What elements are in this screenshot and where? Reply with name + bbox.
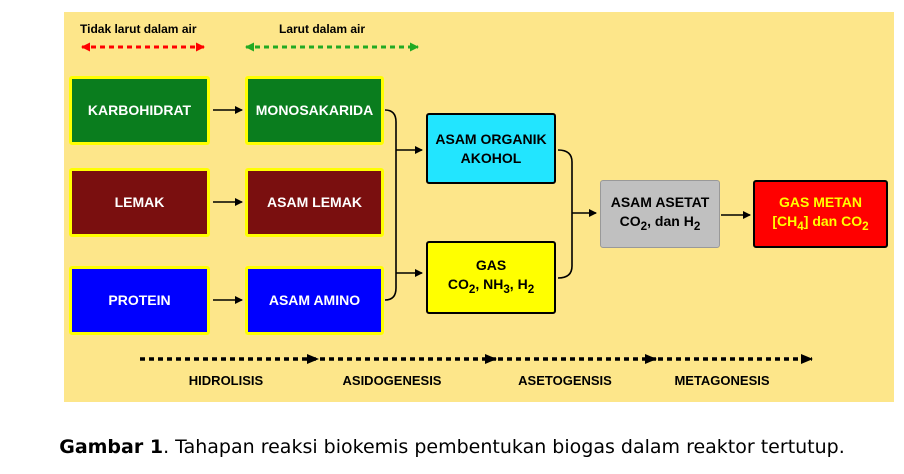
legend-insoluble-label: Tidak larut dalam air xyxy=(80,22,197,36)
gas-metan-label: GAS METAN xyxy=(779,193,862,210)
stage-metagonesis-label: METAGONESIS xyxy=(674,373,770,388)
stage-asetogensis-label: ASETOGENSIS xyxy=(518,373,612,388)
asam-asetat-label: ASAM ASETAT xyxy=(610,193,710,210)
protein-label: PROTEIN xyxy=(108,292,171,308)
gas-metan-formula-label: [CH4] dan CO2 xyxy=(772,212,869,233)
lemak-label: LEMAK xyxy=(114,194,165,210)
monosakarida-box: MONOSAKARIDA xyxy=(245,76,384,145)
caption-bold: Gambar 1 xyxy=(59,436,164,458)
gas-label: GAS xyxy=(475,257,507,274)
akohol-label: AKOHOL xyxy=(460,149,522,166)
asam-lemak-box: ASAM LEMAK xyxy=(245,168,384,237)
karbohidrat-label: KARBOHIDRAT xyxy=(87,102,192,118)
bracket-acidogenesis-products xyxy=(557,149,573,279)
lemak-box: LEMAK xyxy=(69,168,210,237)
asam-organik-label: ASAM ORGANIK xyxy=(435,130,547,147)
asam-asetat-box: ASAM ASETAT CO2, dan H2 xyxy=(600,180,720,248)
stage-hidrolisis-label: HIDROLISIS xyxy=(188,373,264,388)
gas-box: GAS CO2, NH3, H2 xyxy=(426,241,556,314)
karbohidrat-box: KARBOHIDRAT xyxy=(69,76,210,145)
bracket-hydrolysis-products xyxy=(384,109,397,301)
gas-formula-label: CO2, NH3, H2 xyxy=(447,276,535,296)
asam-amino-box: ASAM AMINO xyxy=(245,266,384,335)
caption-text: . Tahapan reaksi biokemis pembentukan bi… xyxy=(163,436,845,458)
gas-metan-box: GAS METAN [CH4] dan CO2 xyxy=(753,180,888,248)
stage-asidogenesis-label: ASIDOGENESIS xyxy=(342,373,442,388)
asam-lemak-label: ASAM LEMAK xyxy=(267,194,362,210)
monosakarida-label: MONOSAKARIDA xyxy=(255,102,374,118)
figure-caption: Gambar 1. Tahapan reaksi biokemis pemben… xyxy=(0,436,904,458)
asam-amino-label: ASAM AMINO xyxy=(268,292,361,308)
asam-organik-box: ASAM ORGANIK AKOHOL xyxy=(426,113,556,184)
legend-soluble-label: Larut dalam air xyxy=(279,22,366,36)
asam-asetat-formula-label: CO2, dan H2 xyxy=(619,212,701,233)
protein-box: PROTEIN xyxy=(69,266,210,335)
